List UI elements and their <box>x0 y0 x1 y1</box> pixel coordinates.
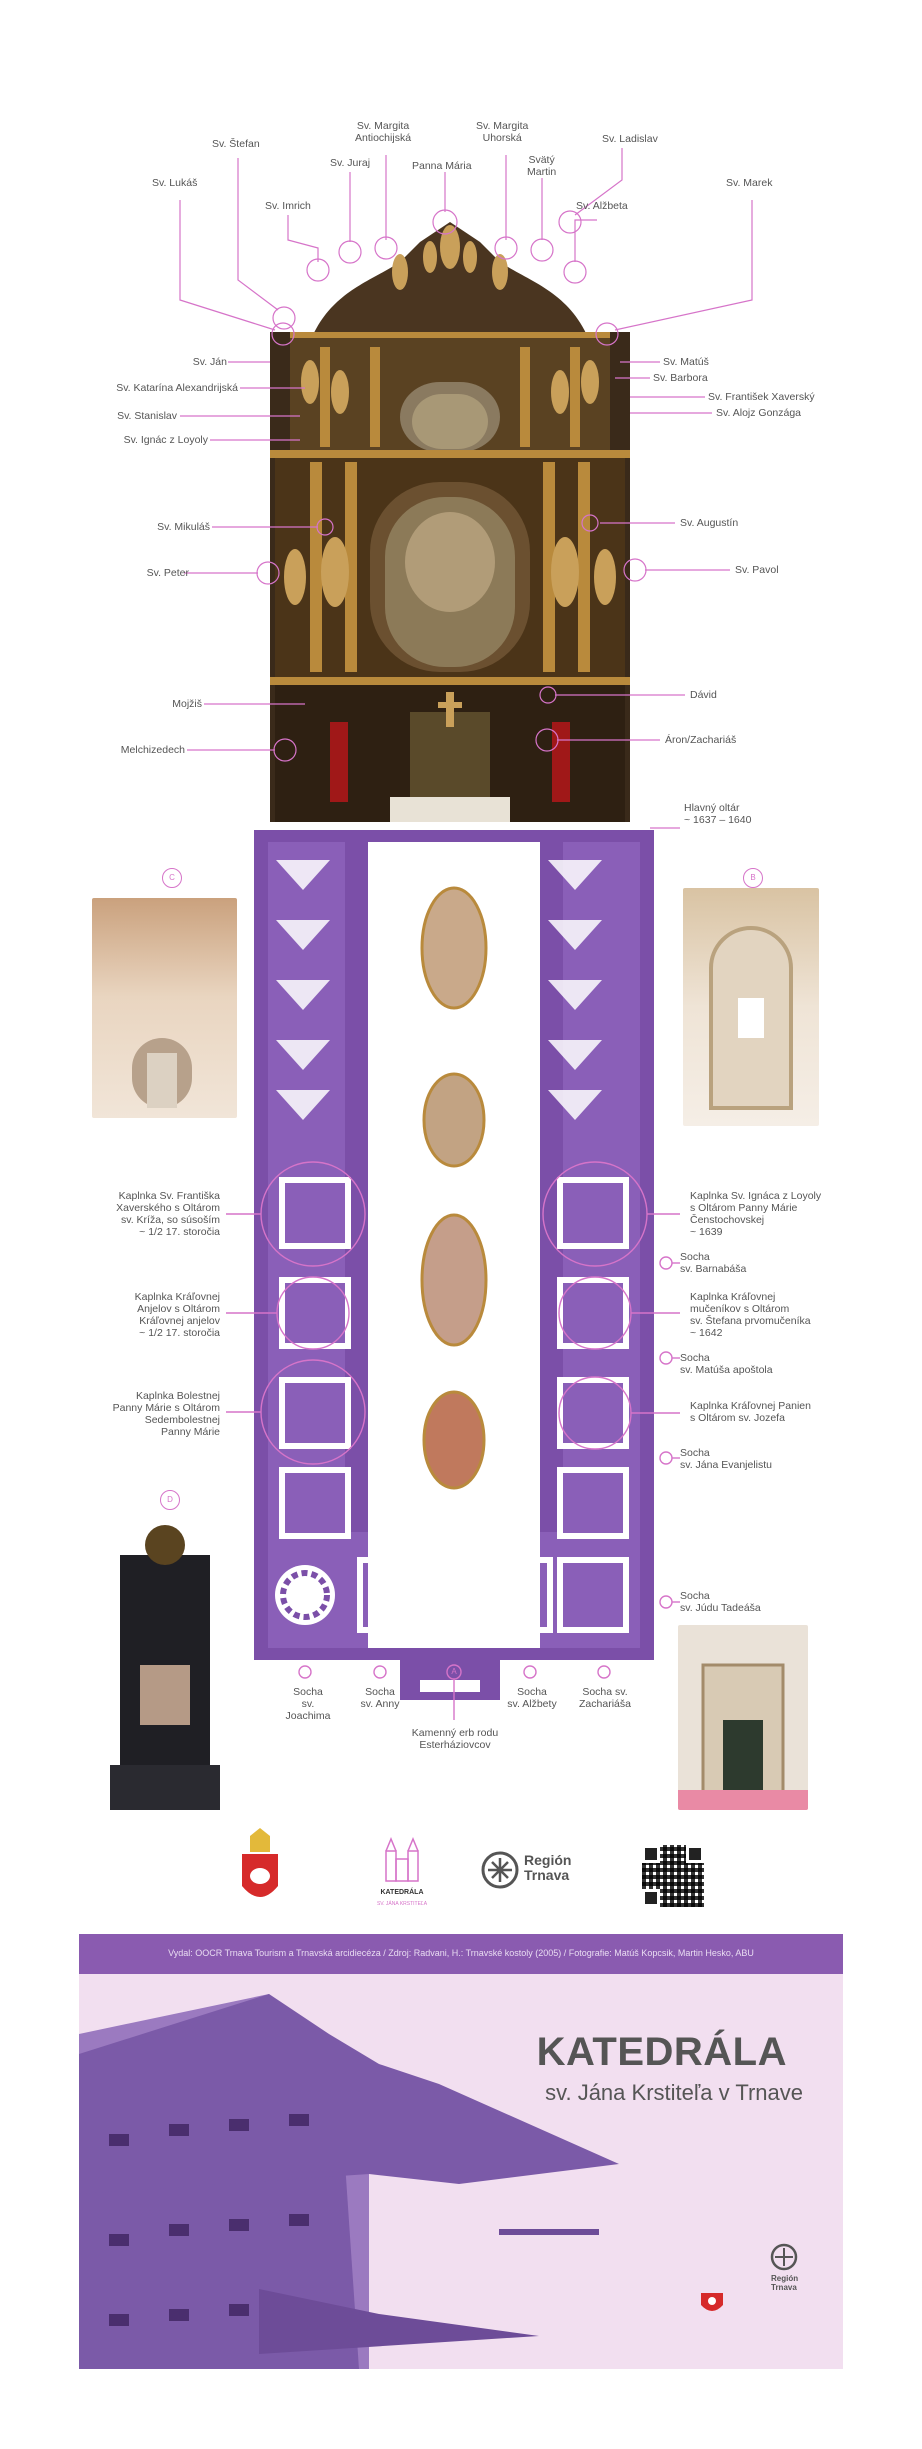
label-augustin: Sv. Augustín <box>680 517 739 529</box>
katedrala-logo-text: KATEDRÁLA <box>380 1889 424 1896</box>
label-socha-joachima: Socha sv. Joachima <box>285 1686 331 1722</box>
label-alzbeta: Sv. Alžbeta <box>576 200 628 212</box>
main-altar-image <box>250 222 650 822</box>
banner-region-text: Región Trnava <box>771 2274 799 2292</box>
label-socha-judu: Socha sv. Júdu Tadeáša <box>680 1590 761 1614</box>
label-kaplnka-panien: Kaplnka Kráľovnej Panien s Oltárom sv. J… <box>690 1400 811 1424</box>
photo-b-chapel <box>683 888 819 1126</box>
marker-b: B <box>743 868 763 888</box>
label-barbora: Sv. Barbora <box>653 372 708 384</box>
marker-d: D <box>160 1490 180 1510</box>
label-ignac: Sv. Ignác z Loyoly <box>123 434 208 446</box>
label-aron-zacharias: Áron/Zachariáš <box>665 734 737 746</box>
label-kaplnka-bolestnej: Kaplnka Bolestnej Panny Márie s Oltárom … <box>112 1390 220 1438</box>
katedrala-logo-subtext: SV. JÁNA KRSTITEĽA <box>376 1901 428 1907</box>
archdiocese-coat-of-arms-logo <box>228 1828 292 1914</box>
label-frantisek-xaversky: Sv. František Xaverský <box>708 391 815 403</box>
cathedral-towers-illustration <box>79 1994 619 2369</box>
photo-c-vault <box>92 898 237 1118</box>
katedrala-logo: KATEDRÁLA SV. JÁNA KRSTITEĽA <box>372 1835 432 1910</box>
label-margita-antiochijska: Sv. Margita Antiochijská <box>355 120 412 144</box>
label-socha-barnabasa: Socha sv. Barnabáša <box>680 1251 747 1275</box>
label-socha-zachariasa: Socha sv. Zachariáša <box>579 1686 631 1710</box>
title-banner: KATEDRÁLA sv. Jána Krstiteľa v Trnave Re… <box>79 1974 843 2369</box>
banner-archdiocese-logo <box>697 2287 727 2317</box>
label-jan: Sv. Ján <box>192 356 227 368</box>
photo-d-black-altar <box>100 1515 230 1815</box>
region-trnava-text: Región Trnava <box>524 1852 572 1883</box>
label-stefan: Sv. Štefan <box>212 138 260 150</box>
label-marek: Sv. Marek <box>726 177 773 189</box>
label-ladislav: Sv. Ladislav <box>602 133 658 145</box>
label-katarina: Sv. Katarína Alexandrijská <box>116 382 238 394</box>
banner-subtitle: sv. Jána Krstiteľa v Trnave <box>545 2080 803 2105</box>
label-kaplnka-ignaca: Kaplnka Sv. Ignáca z Loyoly s Oltárom Pa… <box>690 1190 822 1238</box>
credits-text: Vydal: OOCR Trnava Tourism a Trnavská ar… <box>168 1948 754 1958</box>
label-kaplnka-anjelov: Kaplnka Kráľovnej Anjelov s Oltárom Kráľ… <box>134 1291 220 1339</box>
label-socha-matusa: Socha sv. Matúša apoštola <box>680 1352 773 1376</box>
label-hlavny-oltar: Hlavný oltár ~ 1637 – 1640 <box>684 802 752 826</box>
label-martin: Svätý Martin <box>527 154 557 178</box>
label-melchizedech: Melchizedech <box>120 744 185 756</box>
label-panna-maria: Panna Mária <box>412 160 472 172</box>
label-alojz-gonzaga: Sv. Alojz Gonzága <box>716 407 802 419</box>
label-mojzis: Mojžiš <box>172 698 202 710</box>
marker-c: C <box>162 868 182 888</box>
label-socha-jana: Socha sv. Jána Evanjelistu <box>680 1447 773 1471</box>
marker-a: A <box>451 1667 457 1676</box>
label-kaplnka-mucenikov: Kaplnka Kráľovnej mučeníkov s Oltárom sv… <box>690 1291 811 1339</box>
label-juraj: Sv. Juraj <box>330 157 371 169</box>
label-margita-uhorska: Sv. Margita Uhorská <box>476 120 529 144</box>
label-mikulas: Sv. Mikuláš <box>157 521 210 533</box>
label-david: Dávid <box>690 689 717 701</box>
qr-code[interactable] <box>642 1845 704 1907</box>
label-kamenny-erb: Kamenný erb rodu Esterháziovcov <box>411 1727 499 1751</box>
label-socha-alzbety: Socha sv. Alžbety <box>507 1686 557 1710</box>
label-matus: Sv. Matúš <box>663 356 709 368</box>
photo-a-portal <box>678 1625 808 1810</box>
label-pavol: Sv. Pavol <box>735 564 779 576</box>
credits-bar: Vydal: OOCR Trnava Tourism a Trnavská ar… <box>79 1934 843 1974</box>
label-socha-anny: Socha sv. Anny <box>360 1686 400 1710</box>
label-stanislav: Sv. Stanislav <box>117 410 177 422</box>
region-trnava-logo: Región Trnava <box>480 1850 590 1890</box>
label-lukas: Sv. Lukáš <box>152 177 198 189</box>
banner-region-trnava-logo: Región Trnava <box>769 2242 809 2312</box>
label-peter: Sv. Peter <box>146 567 189 579</box>
banner-title: KATEDRÁLA <box>536 2030 787 2074</box>
label-imrich: Sv. Imrich <box>265 200 311 212</box>
label-kaplnka-frantiska: Kaplnka Sv. Františka Xaverského s Oltár… <box>116 1190 220 1238</box>
